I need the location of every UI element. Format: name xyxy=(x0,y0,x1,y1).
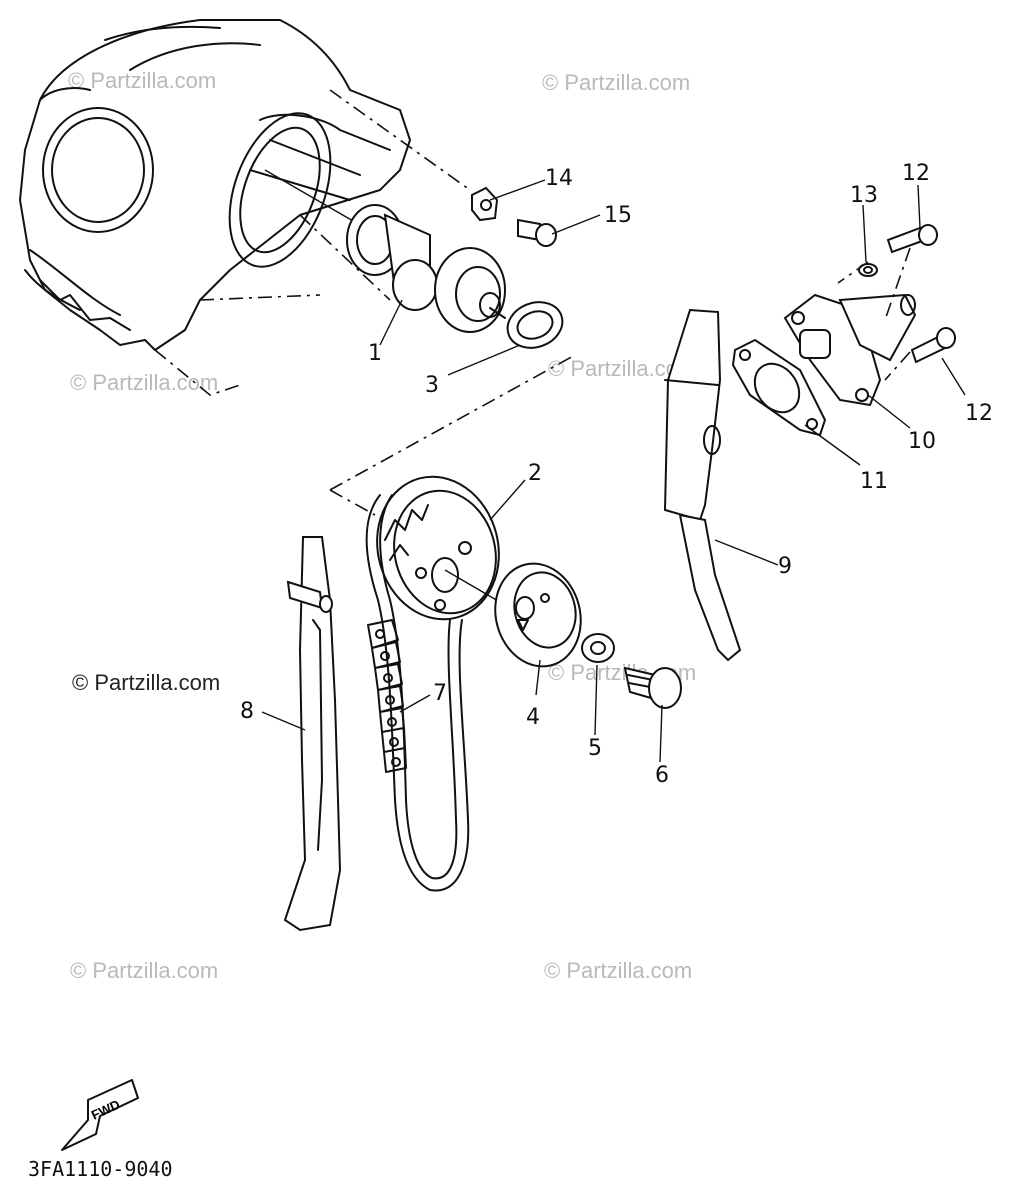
watermark: © Partzilla.com xyxy=(70,958,218,983)
forward-arrow-icon: FWD xyxy=(61,1079,139,1151)
callout-6: 6 xyxy=(655,763,669,788)
bolt-part xyxy=(623,666,682,709)
sprocket-part xyxy=(376,475,500,621)
callout-15: 15 xyxy=(604,203,632,228)
callout-3: 3 xyxy=(425,373,439,398)
watermark: © Partzilla.com xyxy=(68,68,216,93)
callout-12: 12 xyxy=(965,401,993,426)
watermark: © Partzilla.com xyxy=(544,958,692,983)
cylinder-head-drawing xyxy=(19,19,471,396)
watermark: © Partzilla.com xyxy=(542,70,690,95)
callout-7: 7 xyxy=(433,681,447,706)
fwd-label: FWD xyxy=(89,1097,122,1123)
washer-part xyxy=(858,263,878,277)
plate-part xyxy=(471,186,499,222)
watermark: © Partzilla.com xyxy=(72,670,220,695)
callout-11: 11 xyxy=(860,469,888,494)
watermark: © Partzilla.com xyxy=(70,370,218,395)
chain-links xyxy=(367,619,407,773)
callout-4: 4 xyxy=(526,705,540,730)
callout-5: 5 xyxy=(588,736,602,761)
callout-8: 8 xyxy=(240,699,254,724)
diagram-code: 3FA1110-9040 xyxy=(28,1157,173,1181)
circlip-part xyxy=(506,301,564,349)
tensioner-part xyxy=(783,293,917,407)
bolt-part xyxy=(886,224,956,364)
timing-chain-part xyxy=(365,494,470,892)
callout-12: 12 xyxy=(902,161,930,186)
gasket-part xyxy=(731,338,827,437)
camshaft-part xyxy=(264,169,506,333)
callout-14: 14 xyxy=(545,166,573,191)
callout-1: 1 xyxy=(368,341,382,366)
chain-guide-part xyxy=(663,308,742,662)
pulley-part xyxy=(494,562,582,668)
chain-guide-part xyxy=(283,536,342,932)
callout-9: 9 xyxy=(778,554,792,579)
callout-10: 10 xyxy=(908,429,936,454)
washer-part xyxy=(581,633,615,663)
callout-2: 2 xyxy=(528,461,542,486)
callout-13: 13 xyxy=(850,183,878,208)
bolt-part xyxy=(517,218,557,247)
